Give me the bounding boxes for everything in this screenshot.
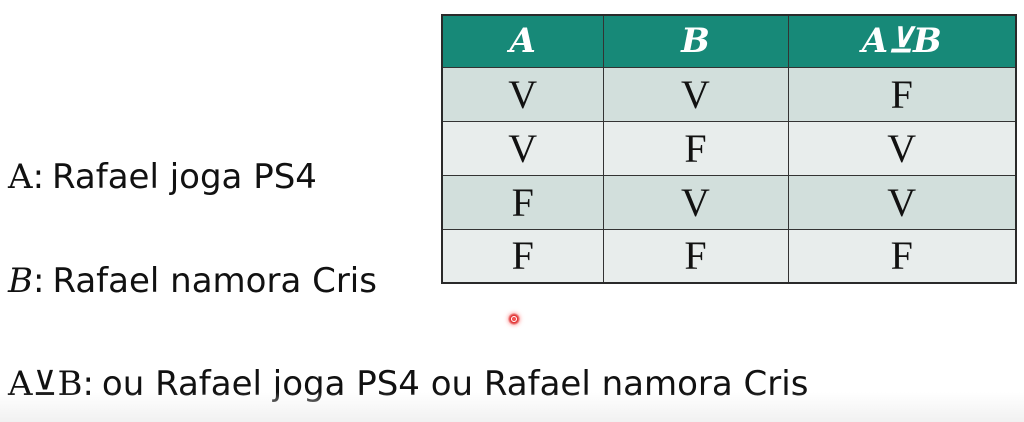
laser-pointer-icon [508, 313, 520, 325]
table-cell: V [602, 66, 789, 122]
header-b: B [602, 14, 789, 68]
definition-a: A:Rafael joga PS4 [8, 160, 317, 194]
table-row: V V F [441, 66, 1017, 122]
definition-xor-colon: : [82, 364, 94, 404]
table-cell: F [602, 120, 789, 176]
table-cell: F [441, 174, 604, 230]
table-cell: V [787, 120, 1017, 176]
table-cell: V [602, 174, 789, 230]
definition-b-text: Rafael namora Cris [52, 261, 377, 301]
table-cell: V [787, 174, 1017, 230]
truth-table-header-row: A B A⊻B [441, 14, 1017, 68]
table-cell: V [441, 120, 604, 176]
header-a-xor-b: A⊻B [787, 14, 1017, 68]
definition-b-symbol: B [8, 261, 33, 301]
table-cell: F [602, 228, 789, 284]
truth-table: A B A⊻B V V F V F V F V V F F [441, 14, 1017, 284]
definition-a-text: Rafael joga PS4 [52, 157, 317, 197]
table-row: F V V [441, 174, 1017, 230]
table-cell: V [441, 66, 604, 122]
definition-a-symbol: A [8, 157, 33, 197]
definition-b-colon: : [33, 261, 45, 301]
table-cell: F [787, 66, 1017, 122]
header-a: A [441, 14, 604, 68]
table-cell: F [441, 228, 604, 284]
bottom-shade [0, 392, 1024, 422]
table-row: F F F [441, 228, 1017, 284]
definition-b: B:Rafael namora Cris [8, 264, 377, 298]
table-cell: F [787, 228, 1017, 284]
definition-a-colon: : [32, 157, 45, 197]
table-row: V F V [441, 120, 1017, 176]
